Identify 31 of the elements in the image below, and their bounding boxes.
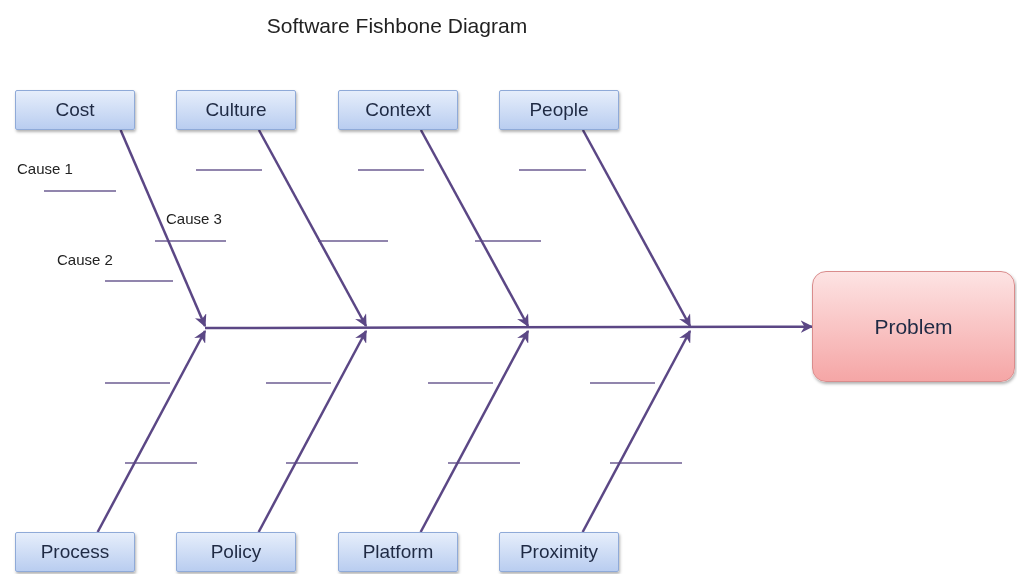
box-label: Problem <box>874 314 953 339</box>
box-label: Culture <box>205 99 267 121</box>
box-label: Policy <box>210 541 262 563</box>
cause-label: Cause 1 <box>17 160 73 177</box>
bone-arrow <box>581 329 692 533</box>
category-box <box>15 90 135 130</box>
bone-arrow <box>119 129 207 328</box>
bone-arrow <box>257 329 368 533</box>
bone-arrow <box>96 329 207 533</box>
box-label: Process <box>40 541 110 563</box>
category-box <box>499 532 619 572</box>
bone-arrow <box>257 129 368 328</box>
box-label: Cost <box>55 99 95 121</box>
bone-arrow <box>581 129 692 328</box>
category-box <box>499 90 619 130</box>
box-label: Context <box>365 99 431 121</box>
category-box <box>176 532 296 572</box>
category-box <box>176 90 296 130</box>
diagram-title: Software Fishbone Diagram <box>265 14 529 38</box>
bone-arrow <box>419 129 530 328</box>
category-box <box>338 90 458 130</box>
box-label: Platform <box>362 541 434 563</box>
category-box <box>338 532 458 572</box>
problem-box <box>812 271 1015 382</box>
cause-label: Cause 2 <box>57 251 113 268</box>
cause-label: Cause 3 <box>166 210 222 227</box>
box-label: Proximity <box>519 541 599 563</box>
spine-arrow <box>205 320 814 333</box>
bone-arrow <box>419 329 530 533</box>
category-box <box>15 532 135 572</box>
box-label: People <box>529 99 589 121</box>
